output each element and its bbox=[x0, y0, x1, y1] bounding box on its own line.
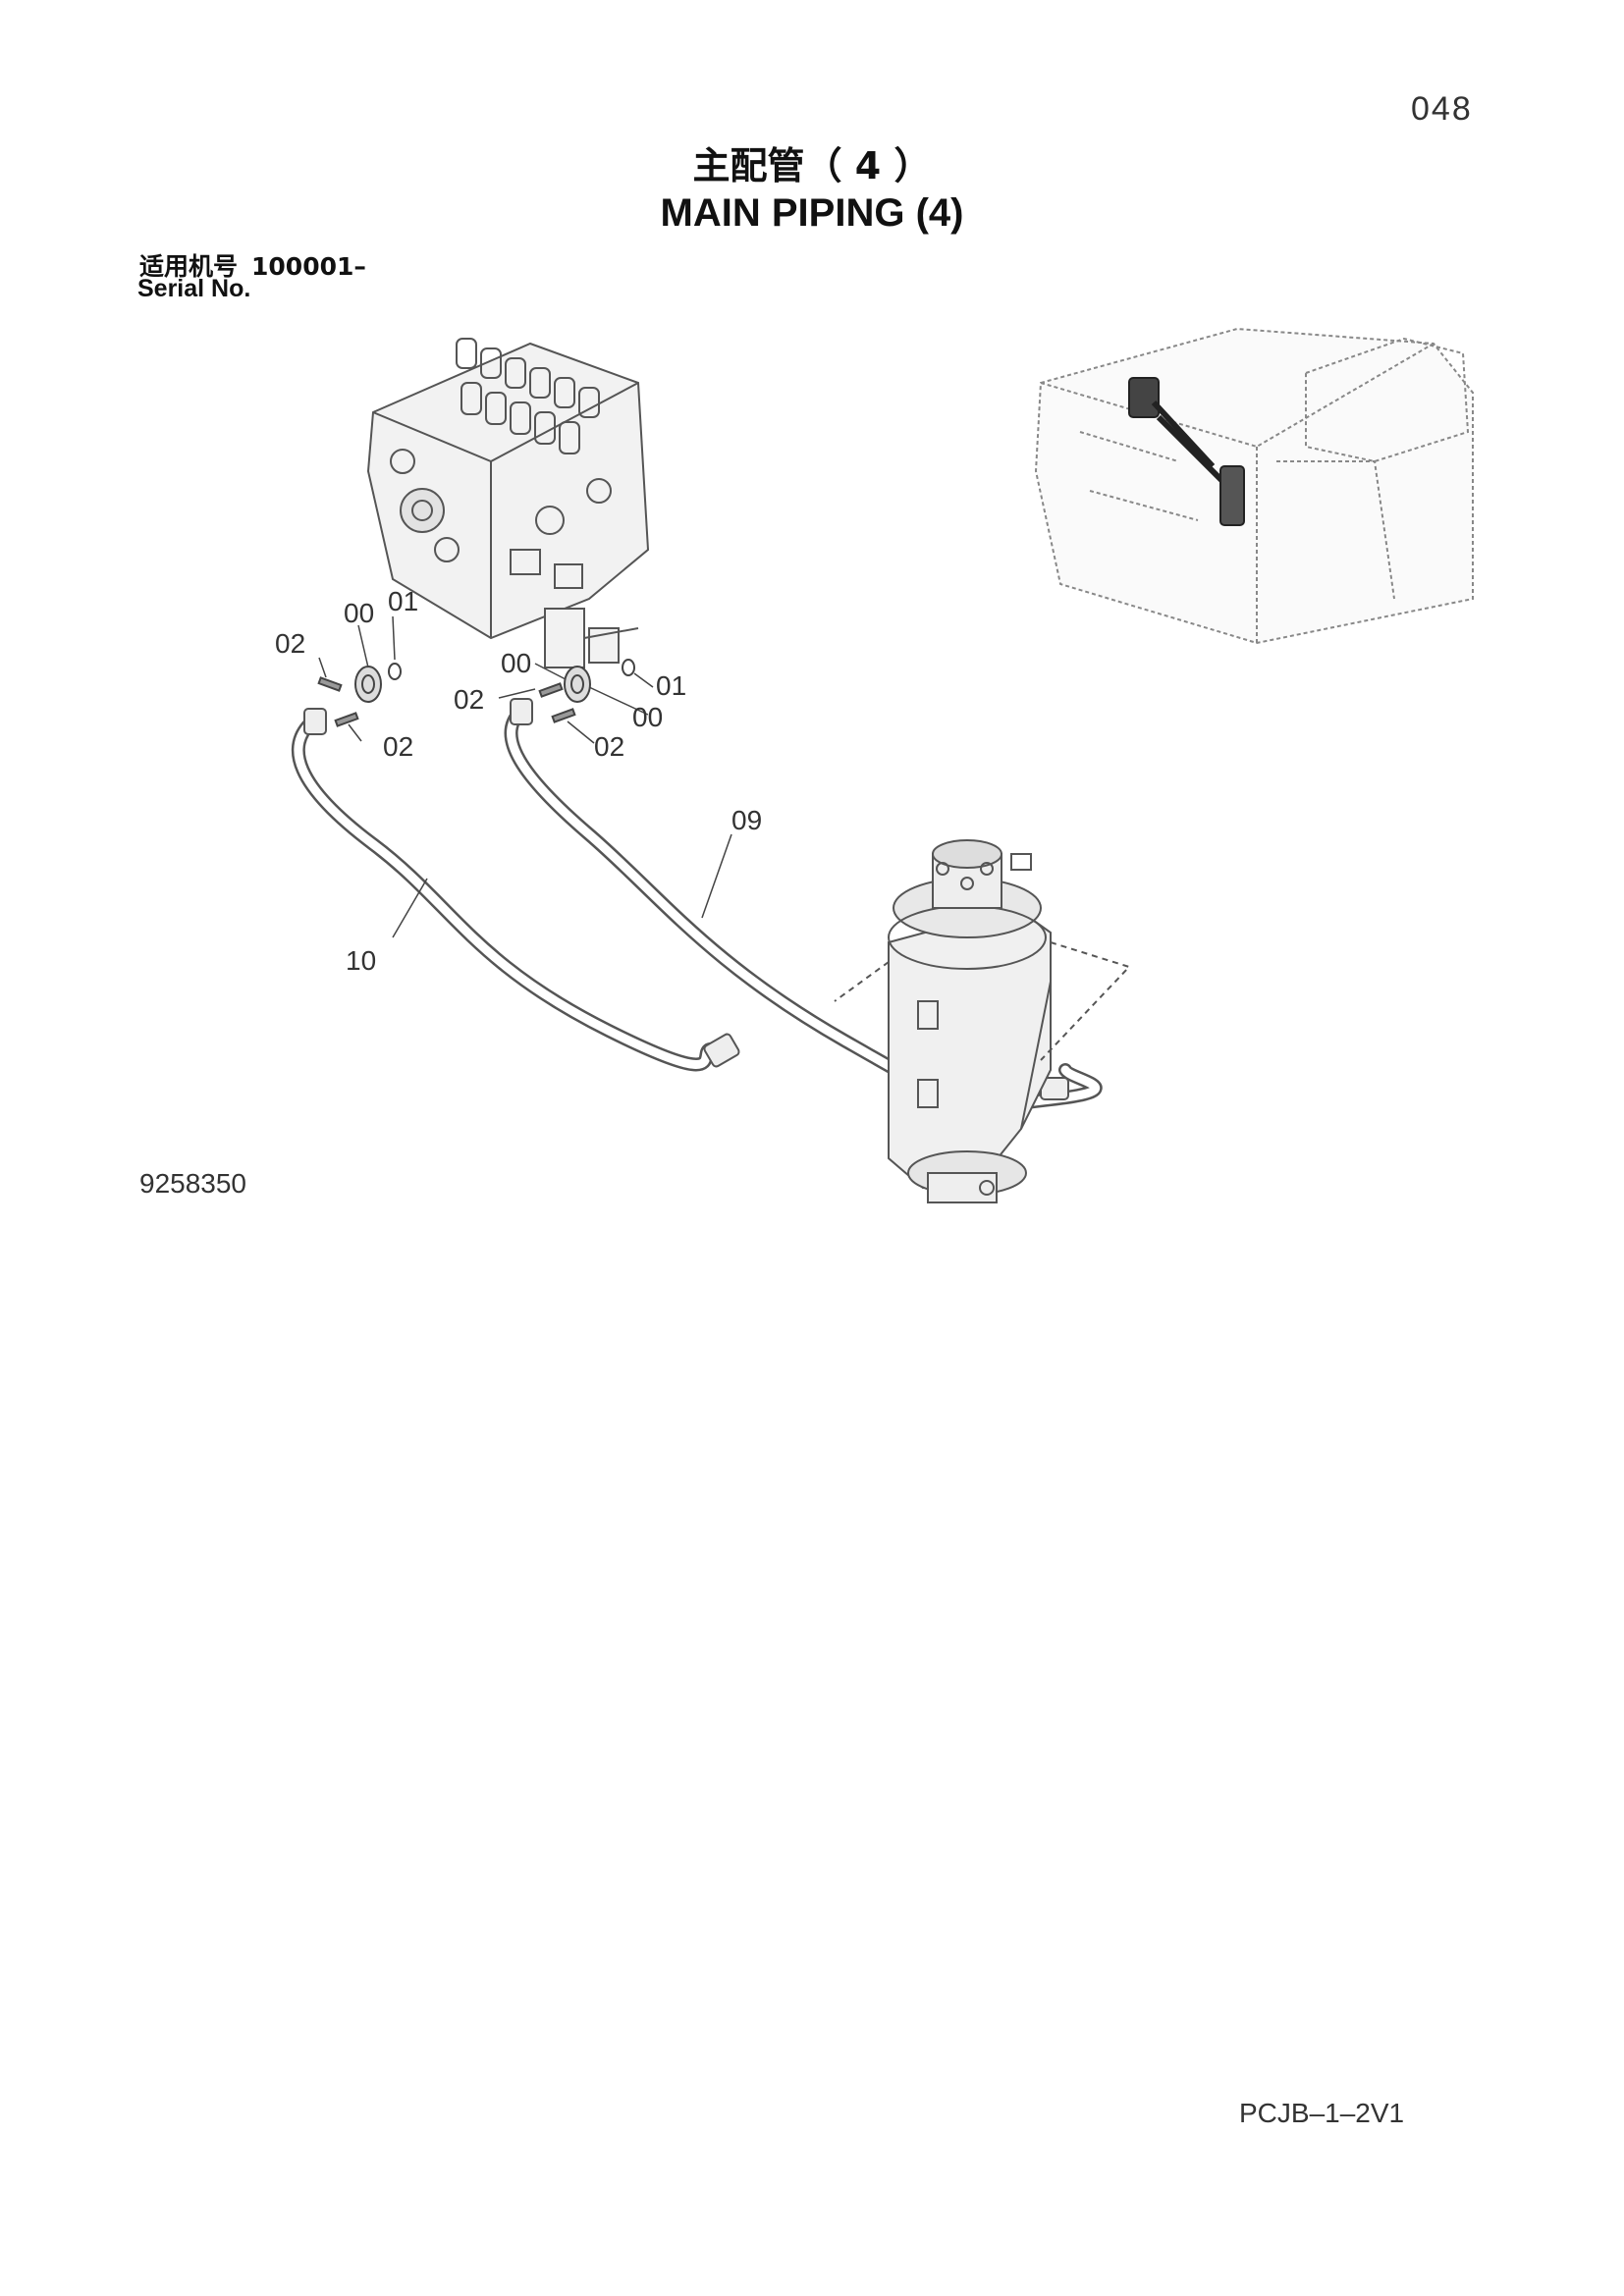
callout-01-right: 01 bbox=[656, 670, 686, 701]
callout-00-left: 00 bbox=[344, 598, 374, 628]
hose-09-drawing bbox=[504, 698, 1103, 1113]
serial-label-english: Serial No. bbox=[137, 275, 251, 302]
callout-09: 09 bbox=[731, 805, 762, 835]
flange-parts bbox=[317, 659, 635, 727]
page-number: 048 bbox=[1411, 90, 1473, 128]
callout-00-right-bottom: 00 bbox=[632, 702, 663, 732]
callout-02-right-bottom: 02 bbox=[594, 731, 624, 762]
callout-02-right-top: 02 bbox=[454, 684, 484, 715]
drawing-number: 9258350 bbox=[139, 1168, 247, 1199]
swivel-joint-drawing bbox=[834, 839, 1131, 1203]
serial-label-cn-text: 适用机号 bbox=[139, 252, 239, 281]
machine-overview-drawing bbox=[1034, 327, 1474, 645]
callout-02-left-top: 02 bbox=[275, 628, 305, 659]
leader-lines bbox=[318, 615, 732, 938]
callout-00-right-top: 00 bbox=[501, 648, 531, 678]
callout-02-left-bottom: 02 bbox=[383, 731, 413, 762]
title-english: MAIN PIPING (4) bbox=[660, 191, 964, 235]
callout-numbers: 00 01 02 02 00 02 01 00 02 09 10 bbox=[275, 586, 762, 976]
control-valve-drawing bbox=[366, 338, 650, 668]
valve-spool-caps bbox=[456, 338, 600, 454]
serial-label-chinese: 适用机号 100001– bbox=[139, 247, 366, 283]
highlighted-piping bbox=[1128, 377, 1245, 526]
callout-10: 10 bbox=[346, 945, 376, 976]
callout-01-left: 01 bbox=[388, 586, 418, 616]
document-code: PCJB–1–2V1 bbox=[1239, 2098, 1405, 2128]
title-chinese: 主配管（ 4 ） bbox=[692, 144, 932, 187]
serial-range: 100001– bbox=[251, 252, 366, 281]
hose-10-drawing bbox=[291, 708, 740, 1072]
